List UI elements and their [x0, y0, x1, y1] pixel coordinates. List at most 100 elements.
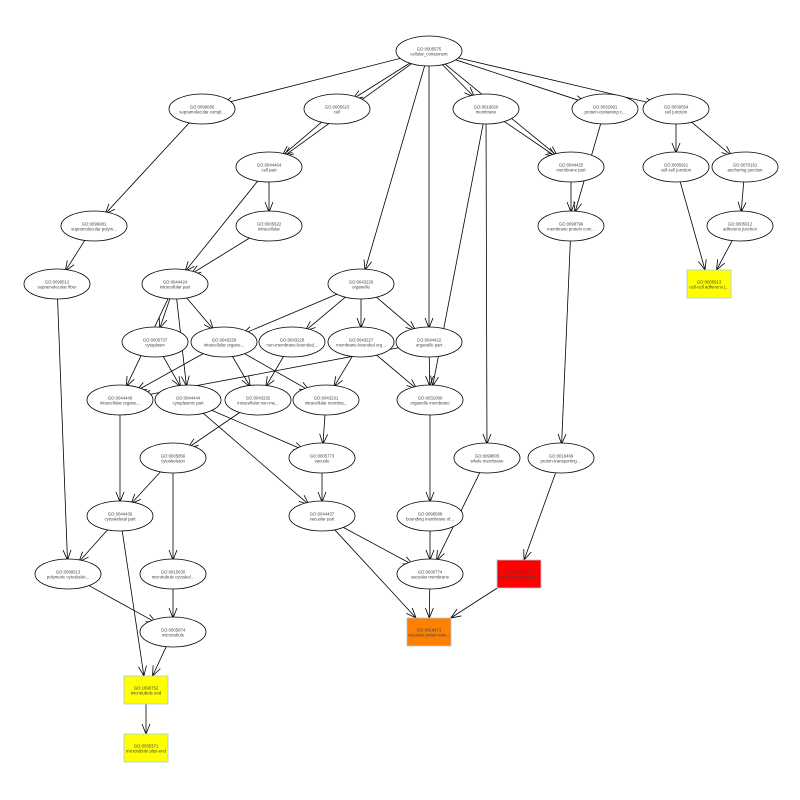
node-id: GO:0005737 [143, 338, 168, 343]
edge-GO:0043229-GO:0043232 [231, 354, 251, 388]
node-id: GO:0005774 [418, 570, 443, 575]
node-id: GO:0043232 [246, 396, 271, 401]
node-GO-0016469[interactable]: GO:0016469proton-transporting ... [527, 442, 595, 474]
edge-GO:0099080-GO:0099081 [104, 120, 192, 215]
node-id: GO:1990752 [134, 686, 159, 691]
node-id: GO:0030054 [664, 105, 689, 110]
node-id: GO:0099080 [190, 105, 215, 110]
node-id: GO:0043227 [349, 338, 374, 343]
node-label: intracellular non-me... [237, 401, 278, 406]
node-id: GO:0044422 [417, 338, 442, 343]
edge-GO:0005575-GO:0044422 [424, 65, 434, 330]
node-label: organelle membrane [410, 401, 450, 406]
node-id: GO:0044425 [559, 163, 584, 168]
node-id: GO:0016020 [474, 105, 499, 110]
node-id: GO:0044424 [163, 280, 188, 285]
node-id: GO:0031090 [418, 396, 443, 401]
node-id: GO:0099081 [82, 222, 107, 227]
node-id: GO:0043229 [212, 338, 237, 343]
node-label: intracellular organe... [100, 401, 140, 406]
node-id: GO:0032991 [593, 105, 618, 110]
edge-GO:0016020-GO:0098805 [482, 122, 492, 446]
edge-GO:0005773-GO:0044437 [317, 472, 327, 504]
node-label: protein-containing c... [584, 110, 625, 115]
node-label: intracellular part [160, 285, 191, 290]
edge-GO:0043226-GO:0043227 [356, 298, 366, 330]
edge-GO:0016469-GO:0033176 [523, 471, 557, 562]
node-label: membrane [476, 110, 497, 115]
edge-GO:0030054-GO:0070161 [689, 119, 733, 157]
node-id: GO:0005856 [161, 454, 186, 459]
node-id: GO:0005575 [417, 47, 442, 52]
node-id: GO:0005911 [664, 163, 689, 168]
node-label: proton-transporting ... [540, 459, 581, 464]
edge-GO:0043227-GO:0043231 [333, 354, 354, 388]
edge-GO:0098796-GO:0016469 [557, 239, 571, 446]
edge-GO:0070161-GO:0005912 [737, 180, 747, 214]
node-label: supramolecular polym... [71, 227, 117, 232]
node-id: GO:0005913 [697, 280, 722, 285]
edge-GO:0043227-GO:0031090 [374, 352, 418, 390]
node-label: cell part [261, 168, 277, 173]
node-label: cell junction [665, 110, 688, 115]
node-label: membrane part [556, 168, 586, 173]
node-label: intracellular [258, 227, 281, 232]
nodes: GO:0005575cellular_componentGO:0099080su… [23, 35, 779, 763]
edge-GO:0005911-GO:0005913 [679, 180, 707, 272]
node-id: GO:0005874 [161, 628, 186, 633]
node-id: GO:0005773 [310, 454, 335, 459]
node-GO-0033176[interactable]: GO:0033176proton-transporting ... [496, 559, 542, 589]
node-label: bounding membrane of... [406, 517, 454, 522]
node-label: organelle part [416, 343, 443, 348]
edge-GO:0005623-GO:0044464 [281, 119, 325, 157]
node-label: adherens junction [723, 227, 758, 232]
node-GO-0043228[interactable]: GO:0043228non-membrane-bounded... [258, 326, 326, 358]
node-label: cell-cell junction [661, 168, 692, 173]
edge-GO:0044464-GO:0005622 [264, 181, 274, 214]
edge-GO:0005575-GO:0016020 [440, 62, 476, 98]
node-label: microtubule plus-end [126, 749, 166, 754]
edge-GO:0044430-GO:0099513 [78, 527, 110, 563]
node-id: GO:0070161 [733, 163, 758, 168]
